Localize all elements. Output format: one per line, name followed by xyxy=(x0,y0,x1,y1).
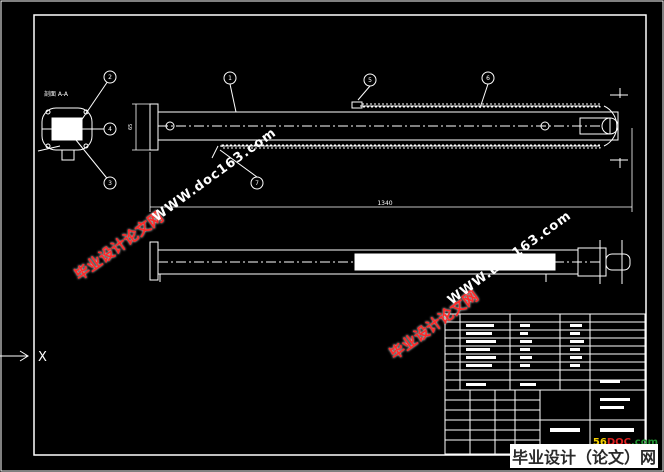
section-label: 剖面 A-A xyxy=(44,90,69,98)
logo-url-part3: .com xyxy=(630,437,658,448)
callout-6-label: 6 xyxy=(486,75,490,82)
dimensions xyxy=(132,103,633,212)
title-block-text-marks xyxy=(466,324,634,432)
callout-7-label: 7 xyxy=(255,180,259,187)
callout-4 xyxy=(103,122,117,136)
main-view-bottom xyxy=(149,240,631,284)
callout-2-label: 2 xyxy=(108,74,112,81)
logo-url: 56DOC.com xyxy=(593,437,658,448)
section-view xyxy=(37,77,111,183)
callout-3-label: 3 xyxy=(108,180,112,187)
callout-1-label: 1 xyxy=(228,75,232,82)
axis-marker xyxy=(0,350,29,362)
axis-label: X xyxy=(38,350,47,365)
logo-url-part2: DOC xyxy=(606,437,631,448)
callout-5-label: 5 xyxy=(368,77,372,84)
chain-links-top xyxy=(221,103,601,149)
dimension-small: 65 xyxy=(128,124,134,130)
callout-4-label: 4 xyxy=(108,126,112,133)
main-view-top xyxy=(149,83,628,178)
drawing-frame xyxy=(33,14,647,456)
logo-site-name: 毕业设计（论文）网 xyxy=(509,444,658,468)
callout-2 xyxy=(103,70,117,84)
title-block xyxy=(444,313,646,455)
dimension-length: 1340 xyxy=(377,200,392,207)
callout-3 xyxy=(103,176,117,190)
logo-url-part1: 56 xyxy=(592,437,607,448)
callouts xyxy=(103,70,495,190)
